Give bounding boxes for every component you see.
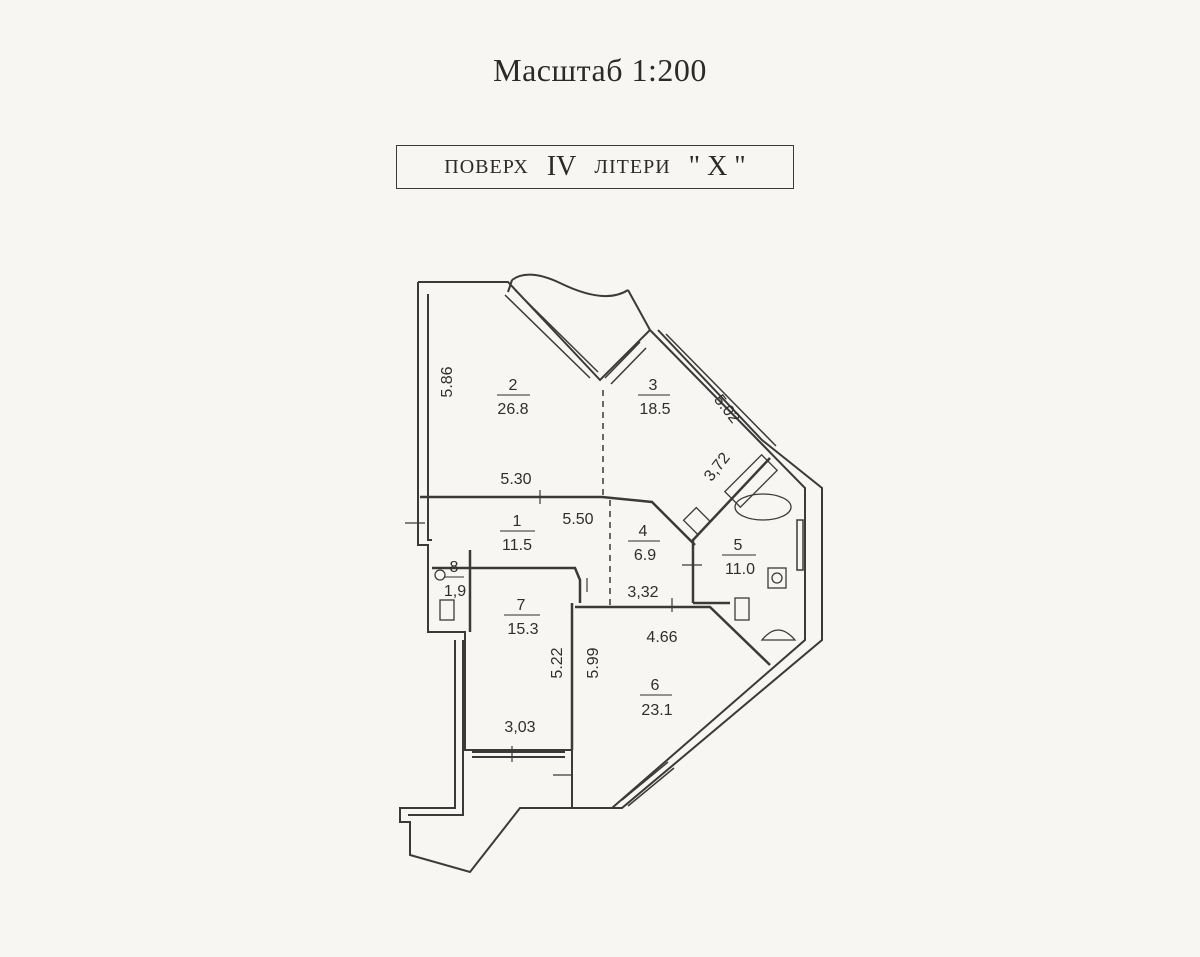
dim-522: 5.22 — [549, 647, 566, 678]
letter-word: ЛІТЕРИ — [594, 155, 671, 178]
room-5-number: 5 — [734, 537, 743, 554]
dimension-labels: 5.86 5.30 5.50 5.02 3,72 3,32 4.66 5.22 … — [439, 366, 743, 736]
window-room3-a — [604, 341, 641, 379]
room-8-area: 1,9 — [444, 583, 466, 600]
kitchen-counter — [723, 453, 779, 509]
dim-586: 5.86 — [439, 366, 456, 397]
outer-walls — [399, 273, 823, 874]
room-3-area: 18.5 — [639, 401, 670, 418]
floor-label-box: ПОВЕРХ IV ЛІТЕРИ " X " — [396, 145, 794, 189]
bathtub-icon — [734, 493, 792, 521]
floor-number: IV — [546, 151, 577, 182]
room-4-number: 4 — [639, 523, 648, 540]
dim-550: 5.50 — [562, 511, 593, 528]
bay-window-edge — [627, 289, 651, 331]
window-room2-b — [514, 289, 599, 373]
dim-372: 3,72 — [701, 450, 734, 485]
windows — [504, 289, 804, 807]
shower-icon — [760, 629, 797, 641]
room-3-number: 3 — [649, 377, 658, 394]
room-8-number: 8 — [450, 559, 459, 576]
window-east-wall — [796, 519, 804, 571]
bay-window-edge-left — [507, 279, 513, 293]
window-southeast-b — [627, 767, 675, 807]
toilet-icon — [734, 597, 750, 621]
room-6-area: 23.1 — [641, 702, 672, 719]
balcony-outline — [399, 640, 572, 874]
floor-word: ПОВЕРХ — [444, 155, 529, 178]
dim-466: 4.66 — [646, 629, 677, 646]
room-7-area: 15.3 — [507, 621, 538, 638]
room-7-number: 7 — [517, 597, 526, 614]
dim-599: 5.99 — [585, 647, 602, 678]
sink-bowl-icon — [771, 572, 783, 584]
wall-rooms-2-1 — [420, 495, 696, 546]
bay-window-arc — [511, 273, 629, 298]
toilet-small-icon — [434, 569, 446, 581]
toilet-room8-icon — [439, 599, 455, 621]
sink-icon — [767, 567, 787, 589]
room-5-area: 11.0 — [725, 561, 755, 578]
wall-room4-bottom — [575, 605, 771, 666]
outer-wall-roof-top — [418, 281, 651, 382]
scale-title: Масштаб 1:200 — [493, 52, 707, 88]
dim-303: 3,03 — [504, 719, 535, 736]
wall-room7-top — [432, 566, 582, 603]
room-4-area: 6.9 — [634, 547, 656, 564]
window-east-b — [665, 333, 777, 447]
letter-value: " X " — [688, 151, 746, 182]
partitions — [420, 457, 771, 750]
room-1-area: 11.5 — [502, 537, 532, 554]
window-room3-b — [610, 347, 647, 385]
room-labels: 2 26.8 3 18.5 1 11.5 4 6.9 5 11.0 8 1,9 … — [444, 377, 756, 719]
dim-530: 5.30 — [500, 471, 531, 488]
stove-icon — [682, 506, 712, 536]
room-2-area: 26.8 — [497, 401, 528, 418]
fixtures — [434, 453, 797, 641]
room-6-number: 6 — [651, 677, 660, 694]
balcony-inner — [408, 640, 464, 816]
window-southeast-a — [621, 761, 669, 801]
dim-332: 3,32 — [627, 584, 658, 601]
room-1-number: 1 — [513, 513, 522, 530]
wall-room3-5 — [691, 457, 771, 603]
window-room2-a — [504, 294, 591, 379]
dimension-ticks — [405, 490, 702, 776]
outer-wall-inner-line — [427, 294, 432, 541]
room-2-number: 2 — [509, 377, 518, 394]
window-east-a — [659, 339, 771, 453]
